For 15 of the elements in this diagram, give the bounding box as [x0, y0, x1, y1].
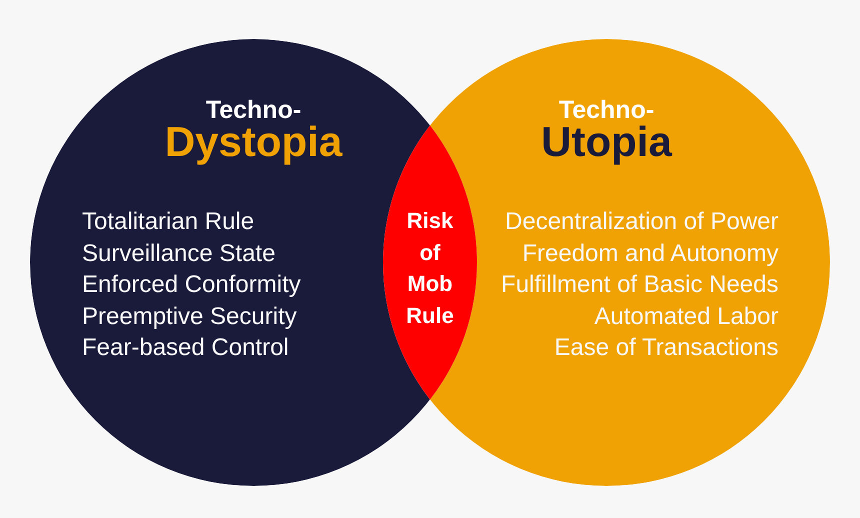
list-item: Fear-based Control [82, 333, 289, 363]
circle-title: Utopia [541, 120, 672, 164]
list-item: Fulfillment of Basic Needs [501, 270, 778, 300]
list-item: Automated Labor [594, 302, 778, 332]
list-item: Ease of Transactions [554, 333, 778, 363]
list-item: Enforced Conformity [82, 270, 301, 300]
overlap-label: Risk of Mob Rule [406, 207, 454, 330]
list-item: Freedom and Autonomy [522, 238, 778, 268]
list-item: Preemptive Security [82, 302, 297, 332]
list-item: Decentralization of Power [505, 207, 778, 237]
circle-title: Dystopia [164, 120, 342, 164]
list-item: Totalitarian Rule [82, 207, 254, 237]
heading-prefix: Techno- [206, 98, 302, 121]
heading-prefix: Techno- [558, 98, 654, 121]
list-item: Surveillance State [82, 238, 276, 268]
